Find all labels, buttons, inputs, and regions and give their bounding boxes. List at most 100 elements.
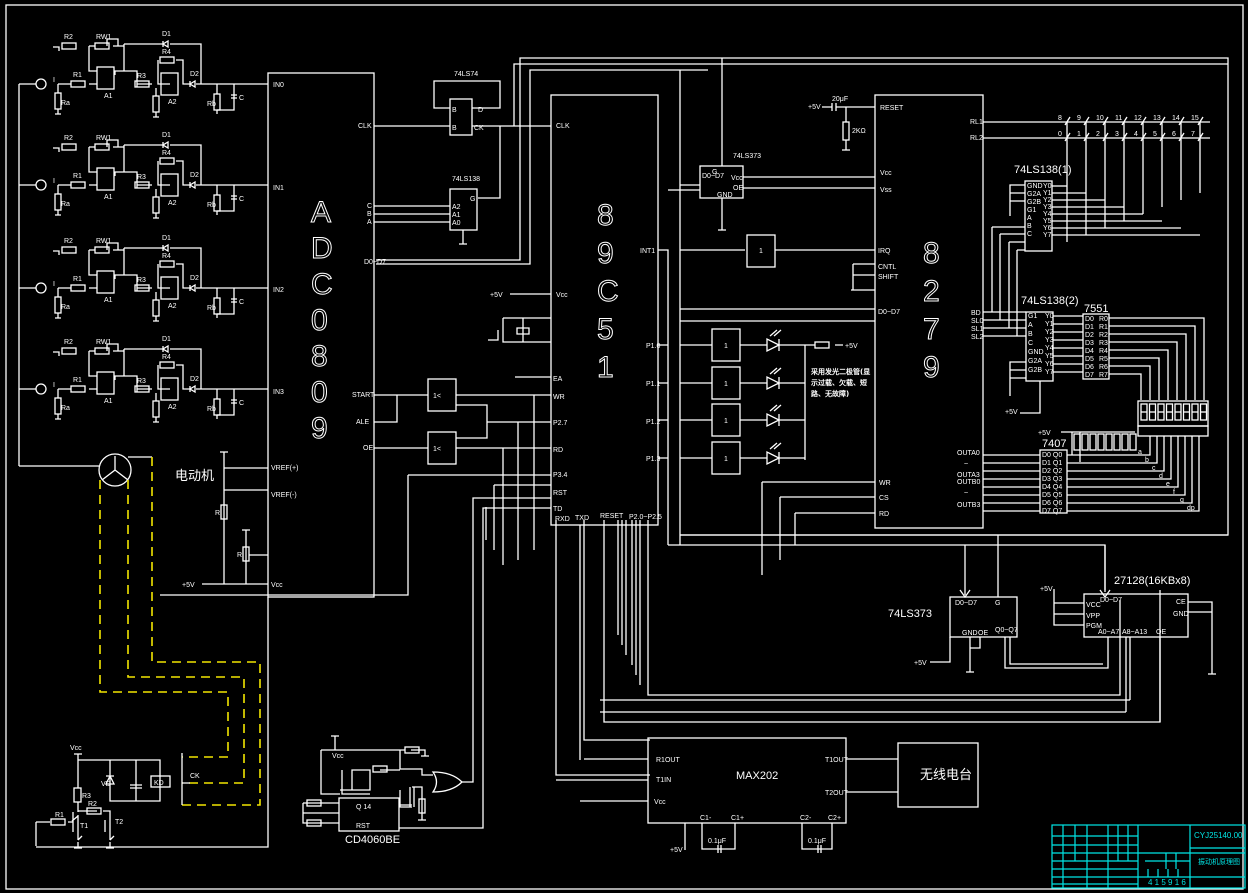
vref-r1-label: R <box>215 510 220 517</box>
max202-cap2: 0.1μF <box>808 838 826 845</box>
dec1-pin-right: Y1 <box>1043 190 1052 197</box>
drv7551-pin: D6 <box>1085 364 1094 371</box>
dec2-pin-left: GND <box>1028 349 1044 356</box>
kbd-pin-tilde1: ~ <box>964 461 968 468</box>
key-line <box>1064 116 1071 242</box>
label-source: I <box>53 382 55 389</box>
label-ra: Ra <box>61 201 70 208</box>
dec1-pin-right: Y7 <box>1043 232 1052 239</box>
eprom-pin-a0: A0~A7 <box>1098 629 1119 636</box>
label-a2: A2 <box>168 303 177 310</box>
mcu-pin-clk: CLK <box>556 123 570 130</box>
resistor-r3 <box>134 284 150 292</box>
opamp-a1 <box>96 66 115 90</box>
eprom-supply: +5V <box>1040 586 1053 593</box>
key-label: 0 <box>1058 131 1062 138</box>
max202-pin-r1out: R1OUT <box>656 757 680 764</box>
decoder-74ls138-2: 74LS138(2) G1ABCGNDG2AG2BY0Y1Y2Y3Y4Y5Y6Y… <box>1005 295 1083 416</box>
latch-bottom-pin-d: D0~D7 <box>955 600 977 607</box>
key-line <box>1197 116 1204 193</box>
latch-74ls373-bottom: 74LS373 D0~D7 G Q0~Q7 GND OE +5V <box>888 596 1109 673</box>
resistor-rb <box>213 194 221 212</box>
label-r3: R3 <box>137 174 146 181</box>
relay-r1-label: R1 <box>55 812 64 819</box>
label-rb: Rb <box>207 101 216 108</box>
drv7407-pin: D1 Q1 <box>1042 460 1062 467</box>
segment-wire <box>983 436 1172 480</box>
vref-supply: +5V <box>182 582 195 589</box>
drv7551-pin: D5 <box>1085 356 1094 363</box>
rs232-max202: MAX202 R1OUT T1IN Vcc T1OUT T2OUT C1- C1… <box>556 737 898 854</box>
resistor-rb <box>213 297 221 315</box>
key-label: 15 <box>1191 115 1199 122</box>
chip-name-char: 8 <box>311 340 328 373</box>
drv7407-supply: +5V <box>1038 430 1051 437</box>
led-note-text: 采用发光二极管(显示过载、欠载、短路、无故障) <box>811 368 871 398</box>
latch-bottom-pin-g: G <box>995 600 1000 607</box>
resistor-r2 <box>61 143 77 151</box>
segment-wire <box>983 436 1165 472</box>
dec-pin-a2: A2 <box>452 204 461 211</box>
mcu-pin-p20-p25: P2.0~P2.5 <box>629 514 662 521</box>
osc-vcc: Vcc <box>332 753 344 760</box>
chip-name-char: 1 <box>597 351 614 384</box>
segment-wire <box>983 436 1151 456</box>
adc-pin-clk: CLK <box>358 123 372 130</box>
resistor-r4 <box>159 361 175 369</box>
high-address-lines <box>600 699 1130 713</box>
relay-t2-label: T2 <box>115 819 123 826</box>
mcu-pin-txd: TXD <box>575 515 589 522</box>
keyboard-display-8279: RESET Vcc Vss IRQ CNTL SHIFT D0~D7 WR CS… <box>874 94 984 529</box>
decoder-74ls138-1: 74LS138(1) GNDG2AG2BG1ABCY0Y1Y2Y3Y4Y5Y6Y… <box>1009 164 1200 252</box>
label-r3: R3 <box>137 378 146 385</box>
relay-r3-label: R3 <box>82 793 91 800</box>
label-r3: R3 <box>137 277 146 284</box>
key-label: 3 <box>1115 131 1119 138</box>
chip-name-char: 0 <box>311 304 328 337</box>
drv7407-pin: D3 Q3 <box>1042 476 1062 483</box>
adc-pin-b: B <box>367 211 372 218</box>
dec-pin-a0: A0 <box>452 220 461 227</box>
kbd-pin-sl2: SL2 <box>971 334 984 341</box>
drv7551-pin: R3 <box>1099 340 1108 347</box>
dec2-pin-right: Y1 <box>1045 321 1054 328</box>
ff-pin-b1: B <box>452 107 457 114</box>
kbd-pin-rl2: RL2 <box>970 135 983 142</box>
kbd-pin-reset: RESET <box>880 105 904 112</box>
vref-r2-label: R <box>237 552 242 559</box>
resistor-r1 <box>70 181 86 189</box>
chip-name-char: 7 <box>923 313 940 346</box>
label-r1: R1 <box>73 377 82 384</box>
kbd-pin-tilde2: ~ <box>964 490 968 497</box>
drv7407-pin: D2 Q2 <box>1042 468 1062 475</box>
mcu-pin-rd: RD <box>553 447 563 454</box>
label-a2: A2 <box>168 99 177 106</box>
kbd-pin-cs: CS <box>879 495 889 502</box>
key-line <box>1121 116 1128 221</box>
pullup-resistor <box>1121 433 1129 451</box>
resistor-rw1 <box>94 42 110 50</box>
led-supply: +5V <box>845 343 858 350</box>
resistor-r3 <box>134 80 150 88</box>
dec1-pin-left: G2A <box>1027 191 1041 198</box>
display-base <box>1137 425 1209 437</box>
mcu-pin-int1: INT1 <box>640 248 655 255</box>
latch-bottom-pin-oe: OE <box>978 630 988 637</box>
nor-gates: 1< 1< <box>160 378 551 596</box>
label-r4: R4 <box>162 150 171 157</box>
segment-wire <box>983 436 1200 512</box>
ck-label: CK <box>190 773 200 780</box>
current-source-icon <box>35 383 47 395</box>
drv7551-out-wire <box>1109 325 1196 400</box>
chip-name-char: 9 <box>311 412 328 445</box>
adc-pin-in3: IN3 <box>273 389 284 396</box>
diode-icon <box>161 39 196 89</box>
drv7551-pin: R7 <box>1099 372 1108 379</box>
flipflop-74ls74: 74LS74 B B D CK <box>433 71 551 199</box>
drv7551-pin: R1 <box>1099 324 1108 331</box>
dec2-pin-left: C <box>1028 340 1033 347</box>
kbd-pin-wr: WR <box>879 480 891 487</box>
label-rb: Rb <box>207 202 216 209</box>
max202-pin-t1out: T1OUT <box>825 757 849 764</box>
